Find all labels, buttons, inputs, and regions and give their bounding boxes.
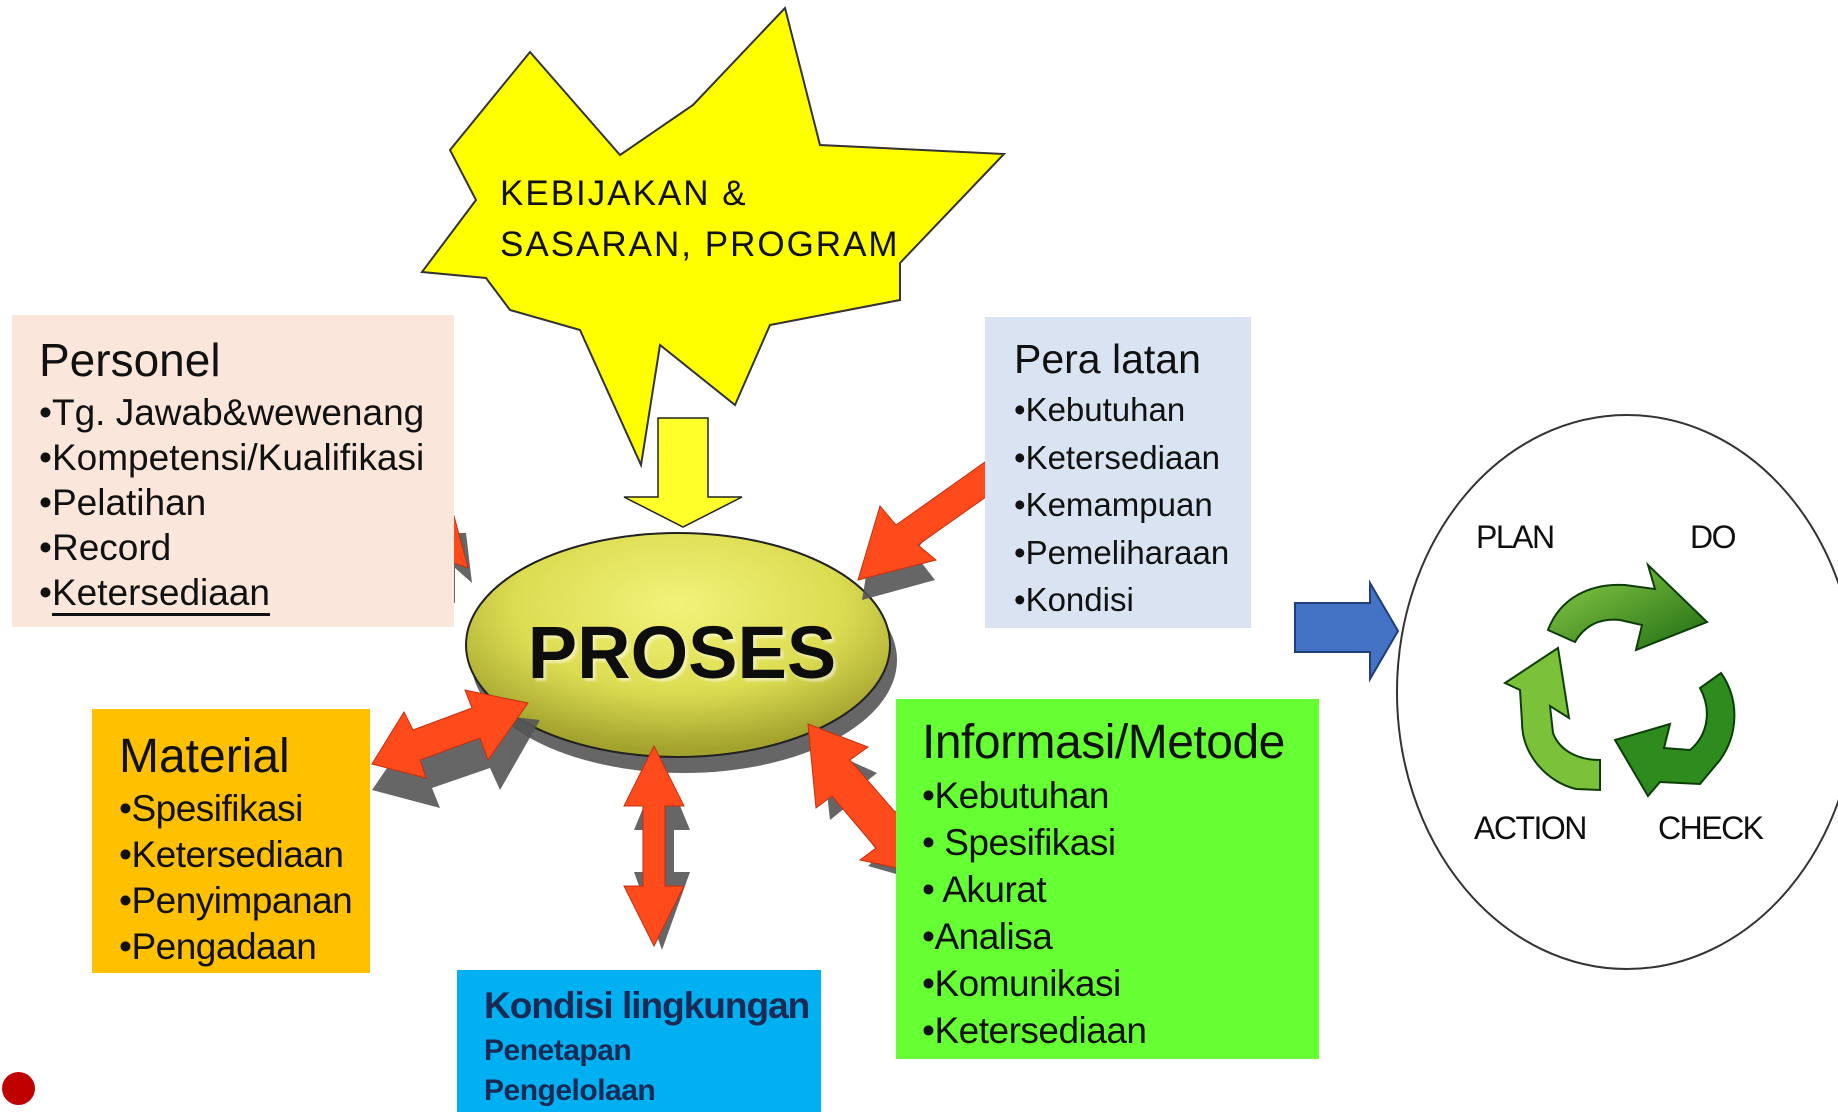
cycle-label-plan: PLAN bbox=[1476, 519, 1555, 555]
list-item: Ketersediaan bbox=[119, 832, 370, 878]
list-item: Record bbox=[39, 525, 454, 570]
proses-ellipse bbox=[465, 532, 891, 758]
kondisi-line: Penetapan bbox=[484, 1033, 632, 1067]
list-item: Kondisi bbox=[1014, 576, 1251, 624]
recycle-icon bbox=[1502, 561, 1736, 798]
policy-starburst bbox=[420, 5, 1007, 469]
material-list: Spesifikasi Ketersediaan Penyimpanan Pen… bbox=[119, 786, 370, 970]
informasi-box: Informasi/Metode Kebutuhan Spesifikasi A… bbox=[896, 699, 1319, 1059]
informasi-title: Informasi/Metode bbox=[922, 716, 1285, 769]
list-item: Analisa bbox=[922, 913, 1319, 960]
list-item: Pemeliharaan bbox=[1014, 529, 1251, 577]
material-title: Material bbox=[119, 730, 290, 783]
peralatan-box: Pera latan Kebutuhan Ketersediaan Kemamp… bbox=[985, 317, 1251, 628]
policy-text: KEBIJAKAN & SASARAN, PROGRAM bbox=[500, 168, 900, 270]
peralatan-title: Pera latan bbox=[1014, 336, 1201, 382]
list-item: Spesifikasi bbox=[119, 786, 370, 832]
proses-label: PROSES bbox=[527, 611, 837, 694]
arrow-peralatan bbox=[857, 461, 1001, 581]
list-item: Tg. Jawab&wewenang bbox=[39, 390, 454, 435]
list-item: Komunikasi bbox=[922, 960, 1319, 1007]
cycle-label-action: ACTION bbox=[1474, 810, 1587, 846]
personel-title: Personel bbox=[39, 334, 221, 386]
material-box: Material Spesifikasi Ketersediaan Penyim… bbox=[92, 709, 370, 973]
personel-box: Personel Tg. Jawab&wewenang Kompetensi/K… bbox=[12, 315, 454, 627]
cycle-label-do: DO bbox=[1690, 519, 1737, 555]
peralatan-list: Kebutuhan Ketersediaan Kemampuan Pemelih… bbox=[1014, 386, 1251, 624]
kondisi-line: Pengelolaan bbox=[484, 1073, 656, 1107]
policy-line-2: SASARAN, PROGRAM bbox=[500, 225, 900, 264]
slide-bullet-dot bbox=[2, 1072, 35, 1105]
list-item: Kompetensi/Kualifikasi bbox=[39, 435, 454, 480]
list-item: Kemampuan bbox=[1014, 481, 1251, 529]
kondisi-box: Kondisi lingkungan Penetapan Pengelolaan bbox=[457, 970, 821, 1112]
kondisi-title: Kondisi lingkungan bbox=[484, 985, 810, 1026]
list-item: Ketersediaan bbox=[39, 570, 454, 616]
informasi-list: Kebutuhan Spesifikasi Akurat Analisa Kom… bbox=[922, 772, 1319, 1054]
list-item: Kebutuhan bbox=[922, 772, 1319, 819]
arrow-kondisi bbox=[623, 744, 685, 948]
policy-line-1: KEBIJAKAN & bbox=[500, 174, 748, 213]
list-item: Ketersediaan bbox=[1014, 434, 1251, 482]
cycle-label-check: CHECK bbox=[1658, 810, 1764, 846]
policy-down-arrow bbox=[623, 417, 743, 528]
list-item: Spesifikasi bbox=[922, 819, 1319, 866]
list-item: Penyimpanan bbox=[119, 878, 370, 924]
list-item: Pelatihan bbox=[39, 480, 454, 525]
arrow-material bbox=[371, 689, 529, 779]
personel-list: Tg. Jawab&wewenang Kompetensi/Kualifikas… bbox=[39, 390, 454, 616]
list-item: Kebutuhan bbox=[1014, 386, 1251, 434]
list-item: Akurat bbox=[922, 866, 1319, 913]
list-item: Pengadaan bbox=[119, 924, 370, 970]
list-item: Ketersediaan bbox=[922, 1007, 1319, 1054]
cycle-arrow bbox=[1294, 579, 1400, 683]
pdca-ellipse bbox=[1396, 414, 1838, 970]
